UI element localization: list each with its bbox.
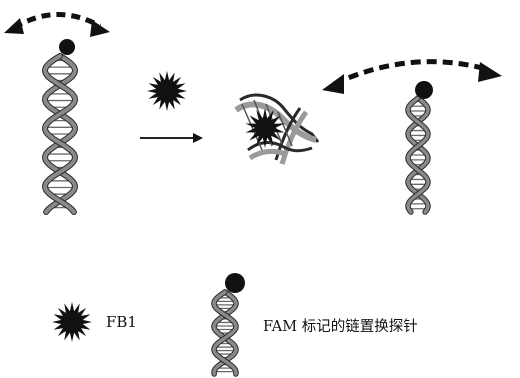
right-rotation-arrow-icon <box>322 62 502 94</box>
probe-legend-label: FAM 标记的链置换探针 <box>263 320 418 335</box>
left-dna-helix <box>45 56 75 212</box>
fb1-legend-label: FB1 <box>106 315 137 330</box>
star-shape <box>147 71 187 111</box>
legend-probe-helix <box>214 292 236 374</box>
star-shape <box>52 302 92 342</box>
legend-fb1-icon <box>52 302 92 342</box>
fb1-compound-icon <box>147 71 187 111</box>
left-fluorophore-icon <box>59 39 75 55</box>
left-rotation-arrow-icon <box>4 14 110 37</box>
right-fluorophore-icon <box>415 81 433 99</box>
right-dna-helix <box>408 98 428 212</box>
legend-fluorophore-icon <box>225 273 245 293</box>
